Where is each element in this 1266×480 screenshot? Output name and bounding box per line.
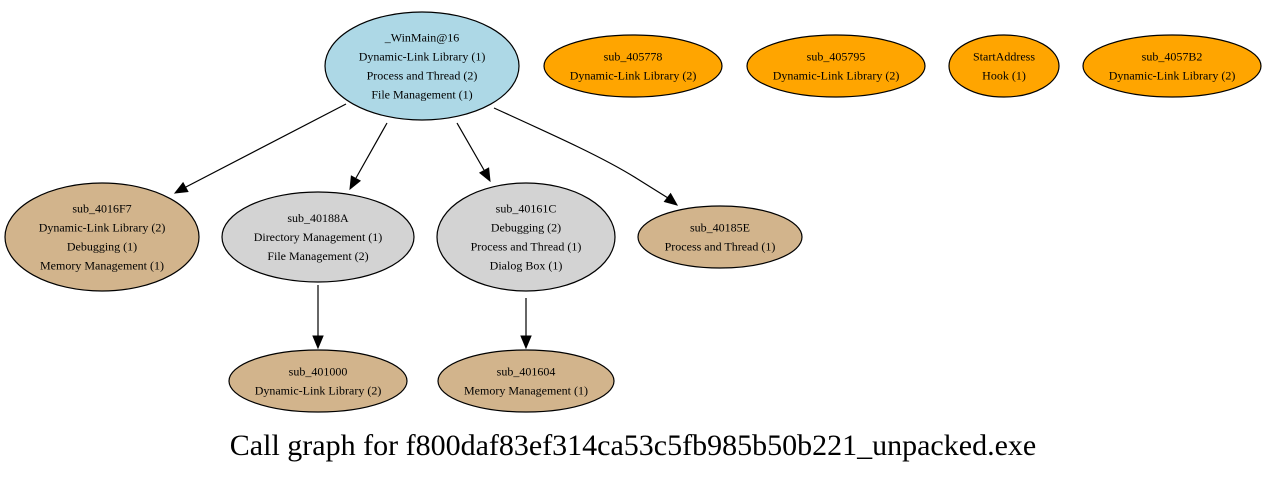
edges-layer <box>173 103 679 350</box>
node-ellipse <box>221 191 415 283</box>
node-ellipse <box>1082 34 1262 98</box>
arrowhead <box>173 181 189 194</box>
node-api-category: Process and Thread (1) <box>665 240 776 254</box>
node-ellipse <box>4 182 200 292</box>
node-api-category: Dynamic-Link Library (2) <box>39 221 166 235</box>
node-api-category: File Management (1) <box>371 88 472 102</box>
node-function-name: sub_40188A <box>287 211 349 225</box>
node-sub_40161c[interactable]: sub_40161C Debugging (2) Process and Threa… <box>436 182 616 292</box>
node-ellipse <box>228 349 408 413</box>
node-function-name: StartAddress <box>973 50 1035 64</box>
node-function-name: sub_401000 <box>289 365 348 379</box>
node-api-category: Dynamic-Link Library (2) <box>570 69 697 83</box>
node-ellipse <box>437 349 615 413</box>
node-sub_40188a[interactable]: sub_40188A Directory Management (1) File M… <box>221 191 415 283</box>
node-api-category: Memory Management (1) <box>464 384 588 398</box>
edge-winmain-to-sub_40185e <box>493 107 679 206</box>
node-api-category: Memory Management (1) <box>40 259 164 273</box>
edge-sub_40188a-to-sub_401000 <box>312 285 324 350</box>
node-function-name: _WinMain@16 <box>384 31 460 45</box>
node-api-category: Process and Thread (2) <box>367 69 478 83</box>
node-api-category: Hook (1) <box>982 69 1026 83</box>
node-function-name: sub_405795 <box>807 50 866 64</box>
node-api-category: Debugging (1) <box>67 240 137 254</box>
node-api-category: Dynamic-Link Library (1) <box>359 50 486 64</box>
edge-sub_40161c-to-sub_401604 <box>520 298 532 350</box>
node-function-name: sub_40161C <box>496 202 557 216</box>
edge-line <box>456 122 485 171</box>
node-api-category: Directory Management (1) <box>254 230 383 244</box>
graph-caption: Call graph for f800daf83ef314ca53c5fb985… <box>230 429 1036 462</box>
node-function-name: sub_401604 <box>497 365 556 379</box>
edge-winmain-to-sub_40188a <box>349 122 388 191</box>
arrowhead <box>663 192 679 206</box>
edge-line <box>355 122 388 179</box>
node-ellipse <box>948 34 1060 98</box>
node-api-category: Dynamic-Link Library (2) <box>1109 69 1236 83</box>
node-ellipse <box>436 182 616 292</box>
edge-line <box>183 103 347 189</box>
node-api-category: Dynamic-Link Library (2) <box>773 69 900 83</box>
edge-line <box>493 107 669 199</box>
node-ellipse <box>543 34 723 98</box>
arrowhead <box>478 167 491 183</box>
node-api-category: Process and Thread (1) <box>471 240 582 254</box>
node-function-name: sub_405778 <box>604 50 663 64</box>
node-api-category: File Management (2) <box>267 249 368 263</box>
node-api-category: Dialog Box (1) <box>490 259 563 273</box>
node-ellipse <box>637 205 803 269</box>
arrowhead <box>520 335 532 350</box>
arrowhead <box>312 335 324 350</box>
node-ellipse <box>324 11 520 121</box>
node-function-name: sub_40185E <box>690 221 750 235</box>
node-function-name: sub_4057B2 <box>1142 50 1203 64</box>
node-ellipse <box>746 34 926 98</box>
node-sub_40185e[interactable]: sub_40185E Process and Thread (1) <box>637 205 803 269</box>
node-api-category: Debugging (2) <box>491 221 561 235</box>
node-function-name: sub_4016F7 <box>72 202 131 216</box>
edge-winmain-to-sub_4016f7 <box>173 103 347 194</box>
arrowhead <box>349 175 362 191</box>
edge-winmain-to-sub_40161c <box>456 122 491 183</box>
node-api-category: Dynamic-Link Library (2) <box>255 384 382 398</box>
